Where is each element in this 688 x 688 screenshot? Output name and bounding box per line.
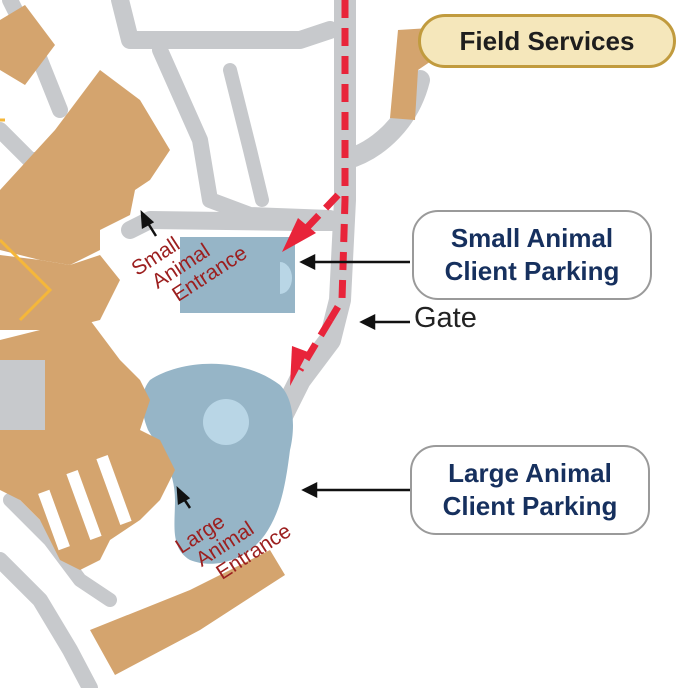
building-wings [0,360,132,551]
building-main [0,70,170,265]
gate-label: Gate [414,302,477,334]
building-boundaries [0,118,53,322]
field-services-label: Field Services [418,14,676,68]
large-animal-parking-line-2: Client Parking [442,491,618,521]
building-bottom [90,550,285,675]
arrow-gate-head [359,313,376,331]
large-animal-parking-lot [142,363,293,564]
lower-left-road [0,552,98,688]
upper-inner-road [223,63,269,207]
arrow-small-entrance-head [140,209,155,230]
small-lot-shape [180,237,295,313]
building-top-left [0,5,55,85]
large-animal-parking-line-1: Large Animal [448,458,612,488]
building-courtyard [0,360,45,430]
route-to-large-lot [296,318,334,372]
building-mid-left [0,255,120,330]
small-animal-parking-lot [180,237,295,313]
arrowhead-large-lot [290,346,308,386]
upper-left-road [111,0,339,49]
roads [0,0,430,688]
wing-cutout-1 [38,489,70,551]
arrow-small-parking-head [299,253,316,271]
pointer-arrows [140,209,410,509]
building-lower [0,320,175,570]
route-main [326,0,349,322]
small-lot-island [280,262,292,294]
small-entrance-drive [121,211,344,239]
large-lot-shape [142,363,293,564]
wing-cutout-3 [96,455,132,525]
small-animal-parking-line-1: Small Animal [450,223,614,253]
small-animal-parking-line-2: Client Parking [444,256,620,286]
route-arrowheads [282,218,316,386]
wing-cutout-2 [66,470,102,540]
arrowhead-small-lot [282,218,316,252]
large-animal-parking-callout: Large Animal Client Parking [410,445,650,535]
large-lot-island [203,399,249,445]
boundary-line-1 [0,238,53,322]
arrow-large-parking-head [301,481,318,499]
small-animal-parking-callout: Small Animal Client Parking [412,210,652,300]
arrow-large-entrance-head [176,485,191,506]
